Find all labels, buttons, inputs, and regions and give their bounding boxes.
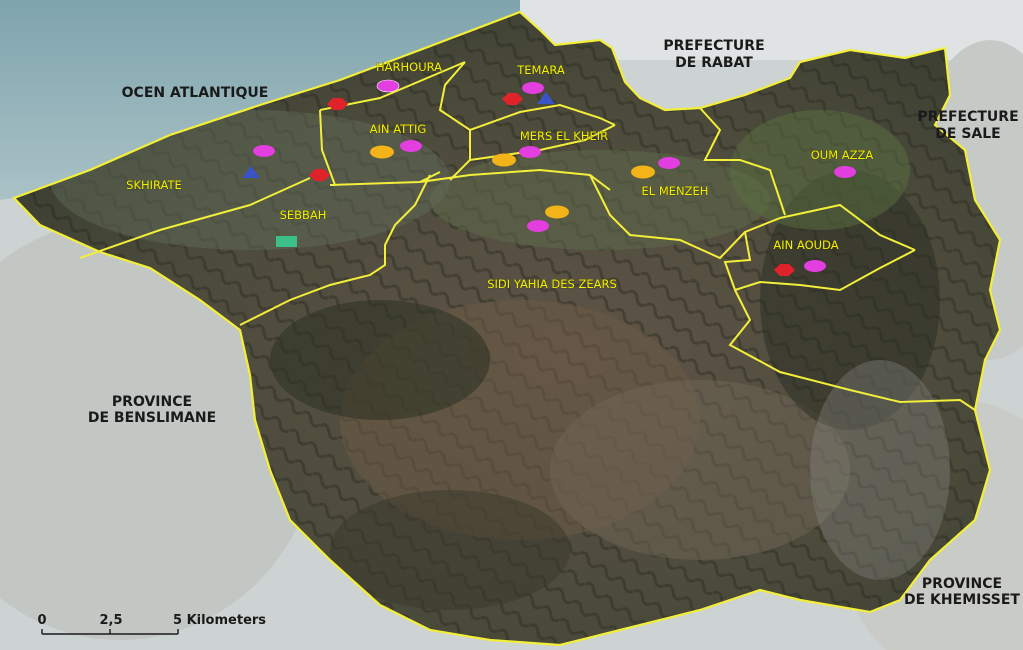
scale-tick-1: 2,5	[99, 613, 122, 628]
marker-magenta[interactable]	[253, 145, 275, 157]
marker-magenta[interactable]	[834, 166, 856, 178]
marker-green-square[interactable]	[276, 236, 297, 247]
marker-orange[interactable]	[370, 145, 394, 159]
commune-boundaries	[79, 61, 976, 411]
label-oum-azza: OUM AZZA	[811, 148, 874, 162]
label-rabat-2: DE RABAT	[675, 55, 753, 71]
label-khemisset-2: DE KHEMISSET	[904, 592, 1020, 608]
ocean-area	[0, 0, 520, 200]
label-sebbah: SEBBAH	[280, 208, 327, 222]
label-temara: TEMARA	[516, 63, 565, 77]
label-skhirate: SKHIRATE	[126, 178, 182, 192]
label-ocean: OCEN ATLANTIQUE	[122, 85, 269, 101]
label-benslimane-1: PROVINCE	[112, 394, 192, 410]
scale-tick-2: 5 Kilometers	[173, 613, 266, 628]
marker-magenta[interactable]	[400, 140, 422, 152]
label-harhoura: HARHOURA	[376, 60, 442, 74]
label-mers-el-kheir: MERS EL KHEIR	[520, 129, 608, 143]
scale-bar: 0 2,5 5 Kilometers	[37, 613, 266, 635]
scale-tick-0: 0	[37, 613, 46, 628]
label-el-menzeh: EL MENZEH	[642, 184, 709, 198]
marker-magenta[interactable]	[804, 260, 826, 272]
marker-magenta[interactable]	[519, 146, 541, 158]
marker-magenta[interactable]	[658, 157, 680, 169]
marker-magenta[interactable]	[376, 79, 400, 93]
label-benslimane-2: DE BENSLIMANE	[88, 410, 216, 426]
label-ain-aouda: AIN AOUDA	[773, 238, 838, 252]
marker-red[interactable]	[774, 264, 795, 276]
marker-blue-triangle[interactable]	[242, 166, 260, 178]
markers	[242, 79, 856, 276]
marker-magenta[interactable]	[527, 220, 549, 232]
marker-magenta[interactable]	[522, 82, 544, 94]
label-rabat-1: PREFECTURE	[663, 38, 764, 54]
commune-labels: HARHOURA TEMARA AIN ATTIG MERS EL KHEIR …	[126, 60, 874, 292]
marker-orange[interactable]	[492, 153, 516, 167]
marker-blue-triangle[interactable]	[537, 92, 555, 104]
label-sidi-yahia: SIDI YAHIA DES ZEARS	[487, 277, 617, 291]
marker-red[interactable]	[327, 98, 348, 110]
outside-labels: OCEN ATLANTIQUE PREFECTURE DE RABAT PREF…	[88, 38, 1021, 608]
label-sale-2: DE SALE	[935, 126, 1000, 142]
marker-orange[interactable]	[631, 165, 655, 179]
province-boundary	[12, 10, 1002, 647]
label-khemisset-1: PROVINCE	[922, 576, 1002, 592]
marker-red[interactable]	[502, 93, 523, 105]
label-ain-attig: AIN ATTIG	[370, 122, 427, 136]
marker-orange[interactable]	[545, 205, 569, 219]
marker-red[interactable]	[309, 169, 330, 181]
label-sale-1: PREFECTURE	[917, 109, 1018, 125]
